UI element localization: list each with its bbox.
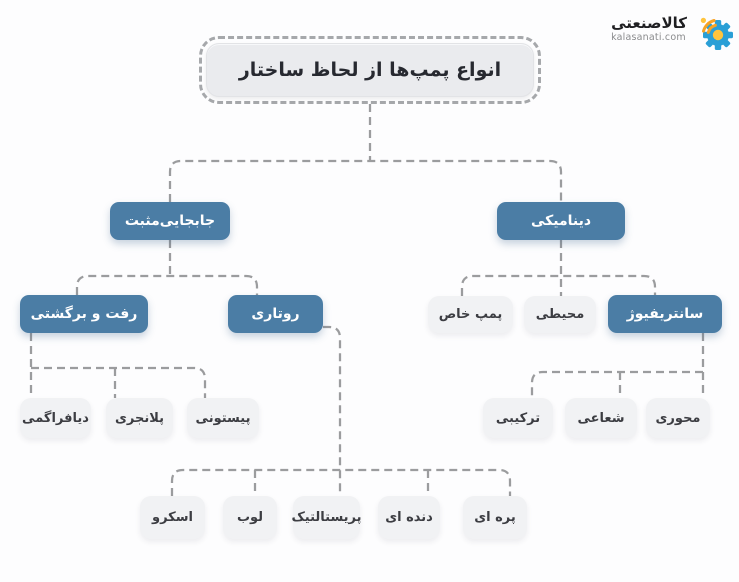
node-lobe: لوب xyxy=(223,496,277,539)
node-combined-flow: ترکیبی xyxy=(483,398,553,438)
node-root: انواع پمپ‌ها از لحاظ ساختار xyxy=(199,36,541,104)
node-label: ترکیبی xyxy=(495,410,541,426)
node-label: محوری xyxy=(655,410,701,426)
node-label: رفت و برگشتی xyxy=(30,306,138,322)
node-label: لوب xyxy=(236,510,264,525)
node-vane: پره ای xyxy=(463,496,527,539)
connector-rotary-stem xyxy=(323,325,342,496)
connector-rotary-children-bar xyxy=(170,468,512,496)
brand-text-block: کالاصنعتی kalasanati.com xyxy=(611,13,687,44)
brand-logo: کالاصنعتی kalasanati.com xyxy=(611,7,734,51)
node-label: اسکرو xyxy=(152,510,193,525)
node-label: شعاعی xyxy=(577,410,625,426)
node-screw: اسکرو xyxy=(140,496,205,539)
node-label: پره ای xyxy=(474,510,516,525)
node-positive-displacement: جابجایی‌مثبت xyxy=(110,202,230,240)
node-axial-flow: محوری xyxy=(646,398,710,438)
node-peripheral: محیطی xyxy=(524,296,596,333)
node-label: روتاری xyxy=(251,306,300,322)
connector-positive-children-bar xyxy=(75,274,259,295)
gear-signal-logo-icon xyxy=(700,17,733,50)
node-piston: پیستونی xyxy=(187,398,259,438)
node-label: دنده ای xyxy=(385,510,433,525)
node-radial-flow: شعاعی xyxy=(565,398,637,438)
node-plunger: پلانجری xyxy=(106,398,173,438)
node-label: جابجایی‌مثبت xyxy=(124,213,216,229)
node-label: محیطی xyxy=(535,307,585,322)
node-label: پیستونی xyxy=(195,410,251,426)
node-label: پمپ خاص xyxy=(438,307,503,322)
connector-centrifugal-children-bar xyxy=(530,370,703,398)
node-rotary: روتاری xyxy=(228,295,323,333)
node-peristaltic: پریستالتیک xyxy=(291,496,362,539)
connector-dynamic-children-bar xyxy=(460,274,657,296)
connector-reciprocating-children-bar xyxy=(31,366,207,398)
node-root-box: انواع پمپ‌ها از لحاظ ساختار xyxy=(206,43,534,97)
brand-website: kalasanati.com xyxy=(611,32,686,44)
node-special-pump: پمپ خاص xyxy=(428,296,513,333)
node-root-label: انواع پمپ‌ها از لحاظ ساختار xyxy=(238,59,502,81)
node-label: پریستالتیک xyxy=(291,510,362,525)
brand-name: کالاصنعتی xyxy=(611,13,687,32)
node-dynamic: دینامیکی xyxy=(497,202,625,240)
node-diaphragm: دیافراگمی xyxy=(20,398,91,438)
node-label: پلانجری xyxy=(115,410,165,426)
node-label: دیافراگمی xyxy=(22,410,89,426)
node-gear-pump: دنده ای xyxy=(378,496,440,539)
node-label: دینامیکی xyxy=(530,213,592,229)
connector-level2-bar xyxy=(168,159,563,202)
node-label: سانتریفیوژ xyxy=(626,306,704,322)
node-centrifugal: سانتریفیوژ xyxy=(608,295,722,333)
node-reciprocating: رفت و برگشتی xyxy=(20,295,148,333)
